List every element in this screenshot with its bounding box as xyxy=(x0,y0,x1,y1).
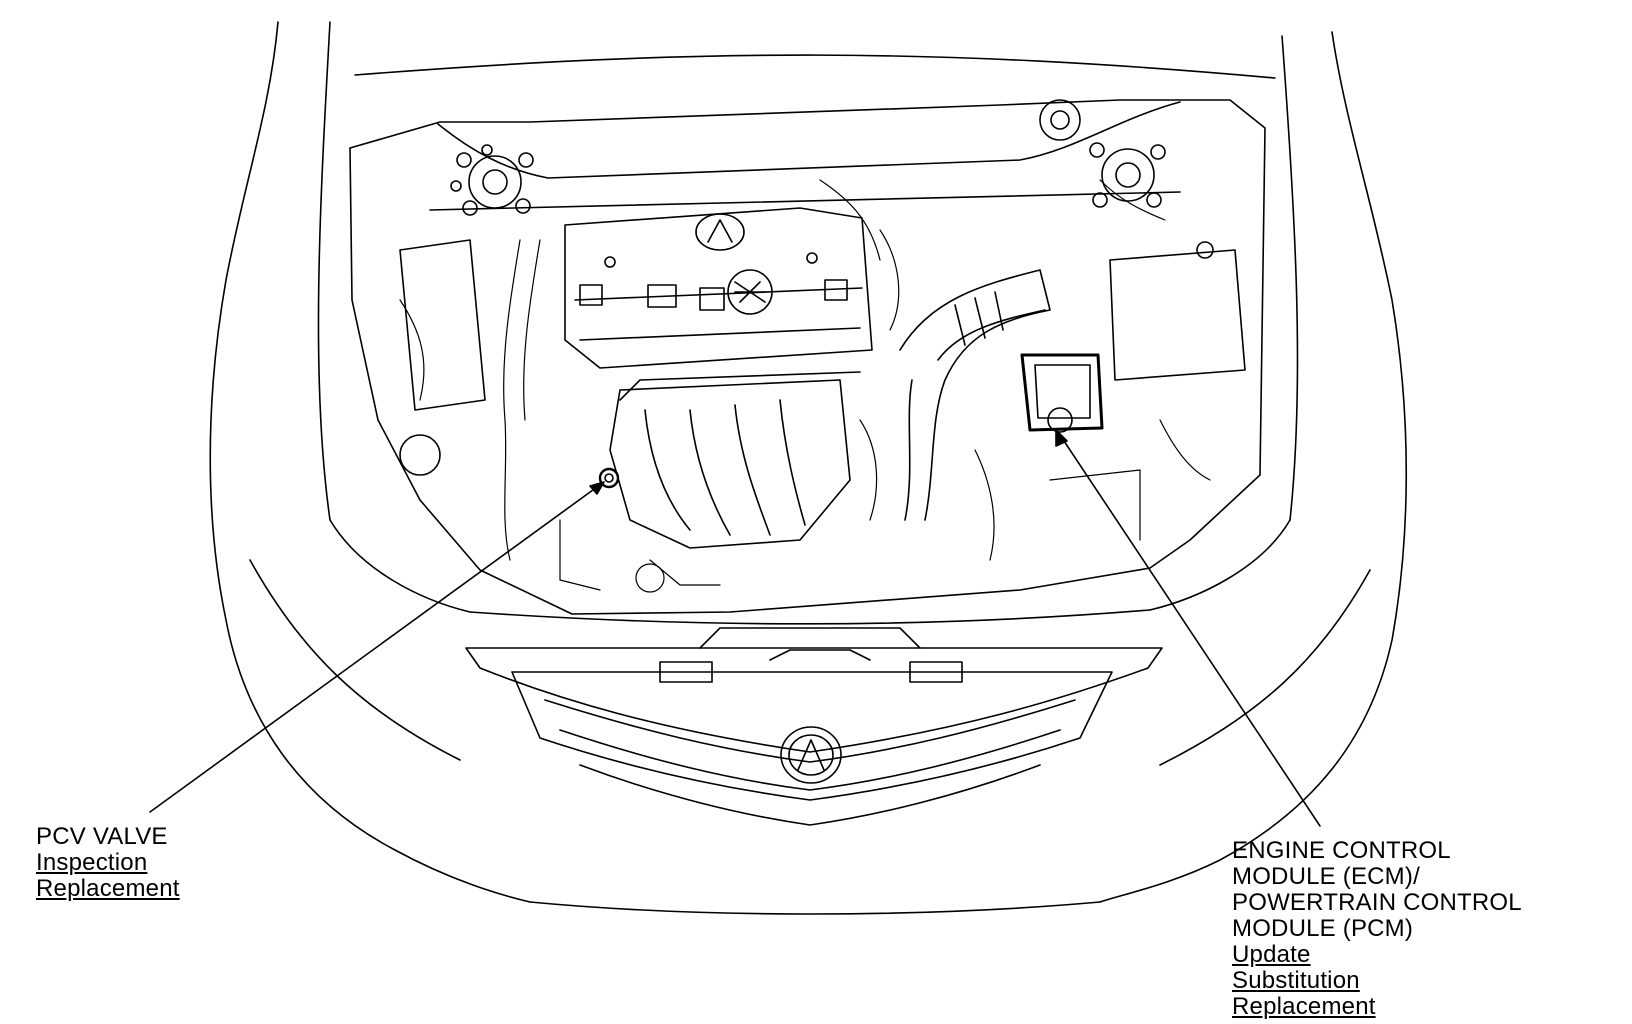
ecm-replacement-link[interactable]: Replacement xyxy=(1232,993,1376,1020)
engine-bay xyxy=(349,99,1266,615)
pcv-valve-title: PCV VALVE xyxy=(36,823,168,850)
pcv-valve xyxy=(598,467,620,489)
car-body-outline xyxy=(209,21,1408,915)
pcv-replacement-link[interactable]: Replacement xyxy=(36,875,180,902)
intake-manifold xyxy=(609,371,861,549)
ecm-pcm-callout: ENGINE CONTROL MODULE (ECM)/ POWERTRAIN … xyxy=(1232,838,1522,1020)
air-intake-duct xyxy=(899,269,1051,521)
engine-detail-lines xyxy=(399,179,1211,593)
valve-cover xyxy=(564,207,873,369)
battery xyxy=(1109,241,1246,381)
pcv-leader xyxy=(149,481,605,813)
ecm-update-link[interactable]: Update xyxy=(1232,941,1311,968)
ecm-title-line: POWERTRAIN CONTROL xyxy=(1232,889,1522,916)
ecm-unit xyxy=(1020,353,1104,433)
pcv-valve-callout: PCV VALVE Inspection Replacement xyxy=(36,824,180,902)
right-strut-tower xyxy=(1039,99,1166,208)
ecm-substitution-link[interactable]: Substitution xyxy=(1232,967,1360,994)
front-grille xyxy=(465,627,1163,826)
ecm-title-line: ENGINE CONTROL xyxy=(1232,837,1451,864)
left-strut-tower xyxy=(450,144,534,216)
ecm-title-line: MODULE (ECM)/ xyxy=(1232,863,1420,890)
coolant-reservoir xyxy=(399,239,486,476)
ecm-leader xyxy=(1055,429,1321,827)
ecm-title-line: MODULE (PCM) xyxy=(1232,915,1414,942)
acura-grille-emblem xyxy=(780,726,842,784)
pcv-inspection-link[interactable]: Inspection xyxy=(36,849,148,876)
